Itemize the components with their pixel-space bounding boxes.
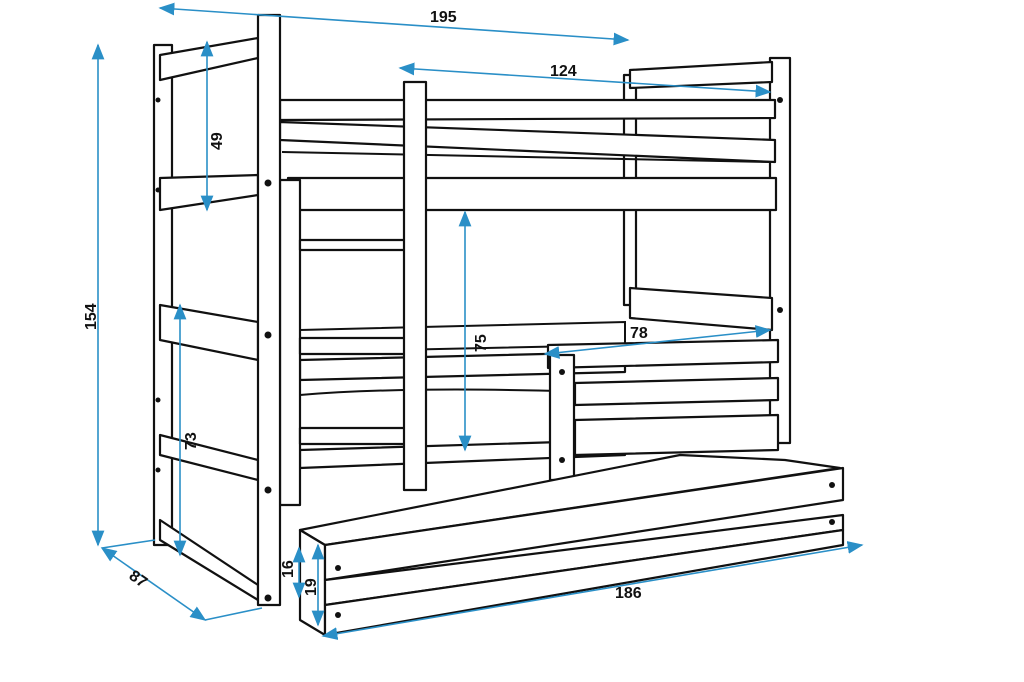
ladder-rung (298, 426, 417, 446)
dim-78: 78 (630, 325, 648, 342)
ladder-rung (298, 336, 417, 356)
front-left-post (256, 13, 282, 607)
drawer (298, 453, 845, 637)
bed-frame (152, 13, 792, 607)
dim-16: 16 (280, 560, 297, 578)
upper-bed-frame (286, 176, 778, 212)
dim-154: 154 (83, 303, 100, 330)
lower-guard-rail (546, 338, 780, 370)
dim-87: 87 (126, 567, 150, 591)
dimension-lines (91, 2, 864, 640)
dim-19: 19 (303, 578, 320, 596)
dim-49: 49 (209, 132, 226, 150)
top-guard-rail (278, 98, 777, 122)
ladder-rung (298, 238, 417, 252)
dim-75: 75 (473, 334, 490, 352)
dim-186: 186 (615, 585, 642, 602)
dim-124: 124 (550, 63, 577, 80)
dim-73: 73 (183, 432, 200, 450)
dim-195: 195 (430, 9, 457, 26)
ladder-post (402, 80, 428, 492)
left-inner-post (278, 178, 302, 507)
